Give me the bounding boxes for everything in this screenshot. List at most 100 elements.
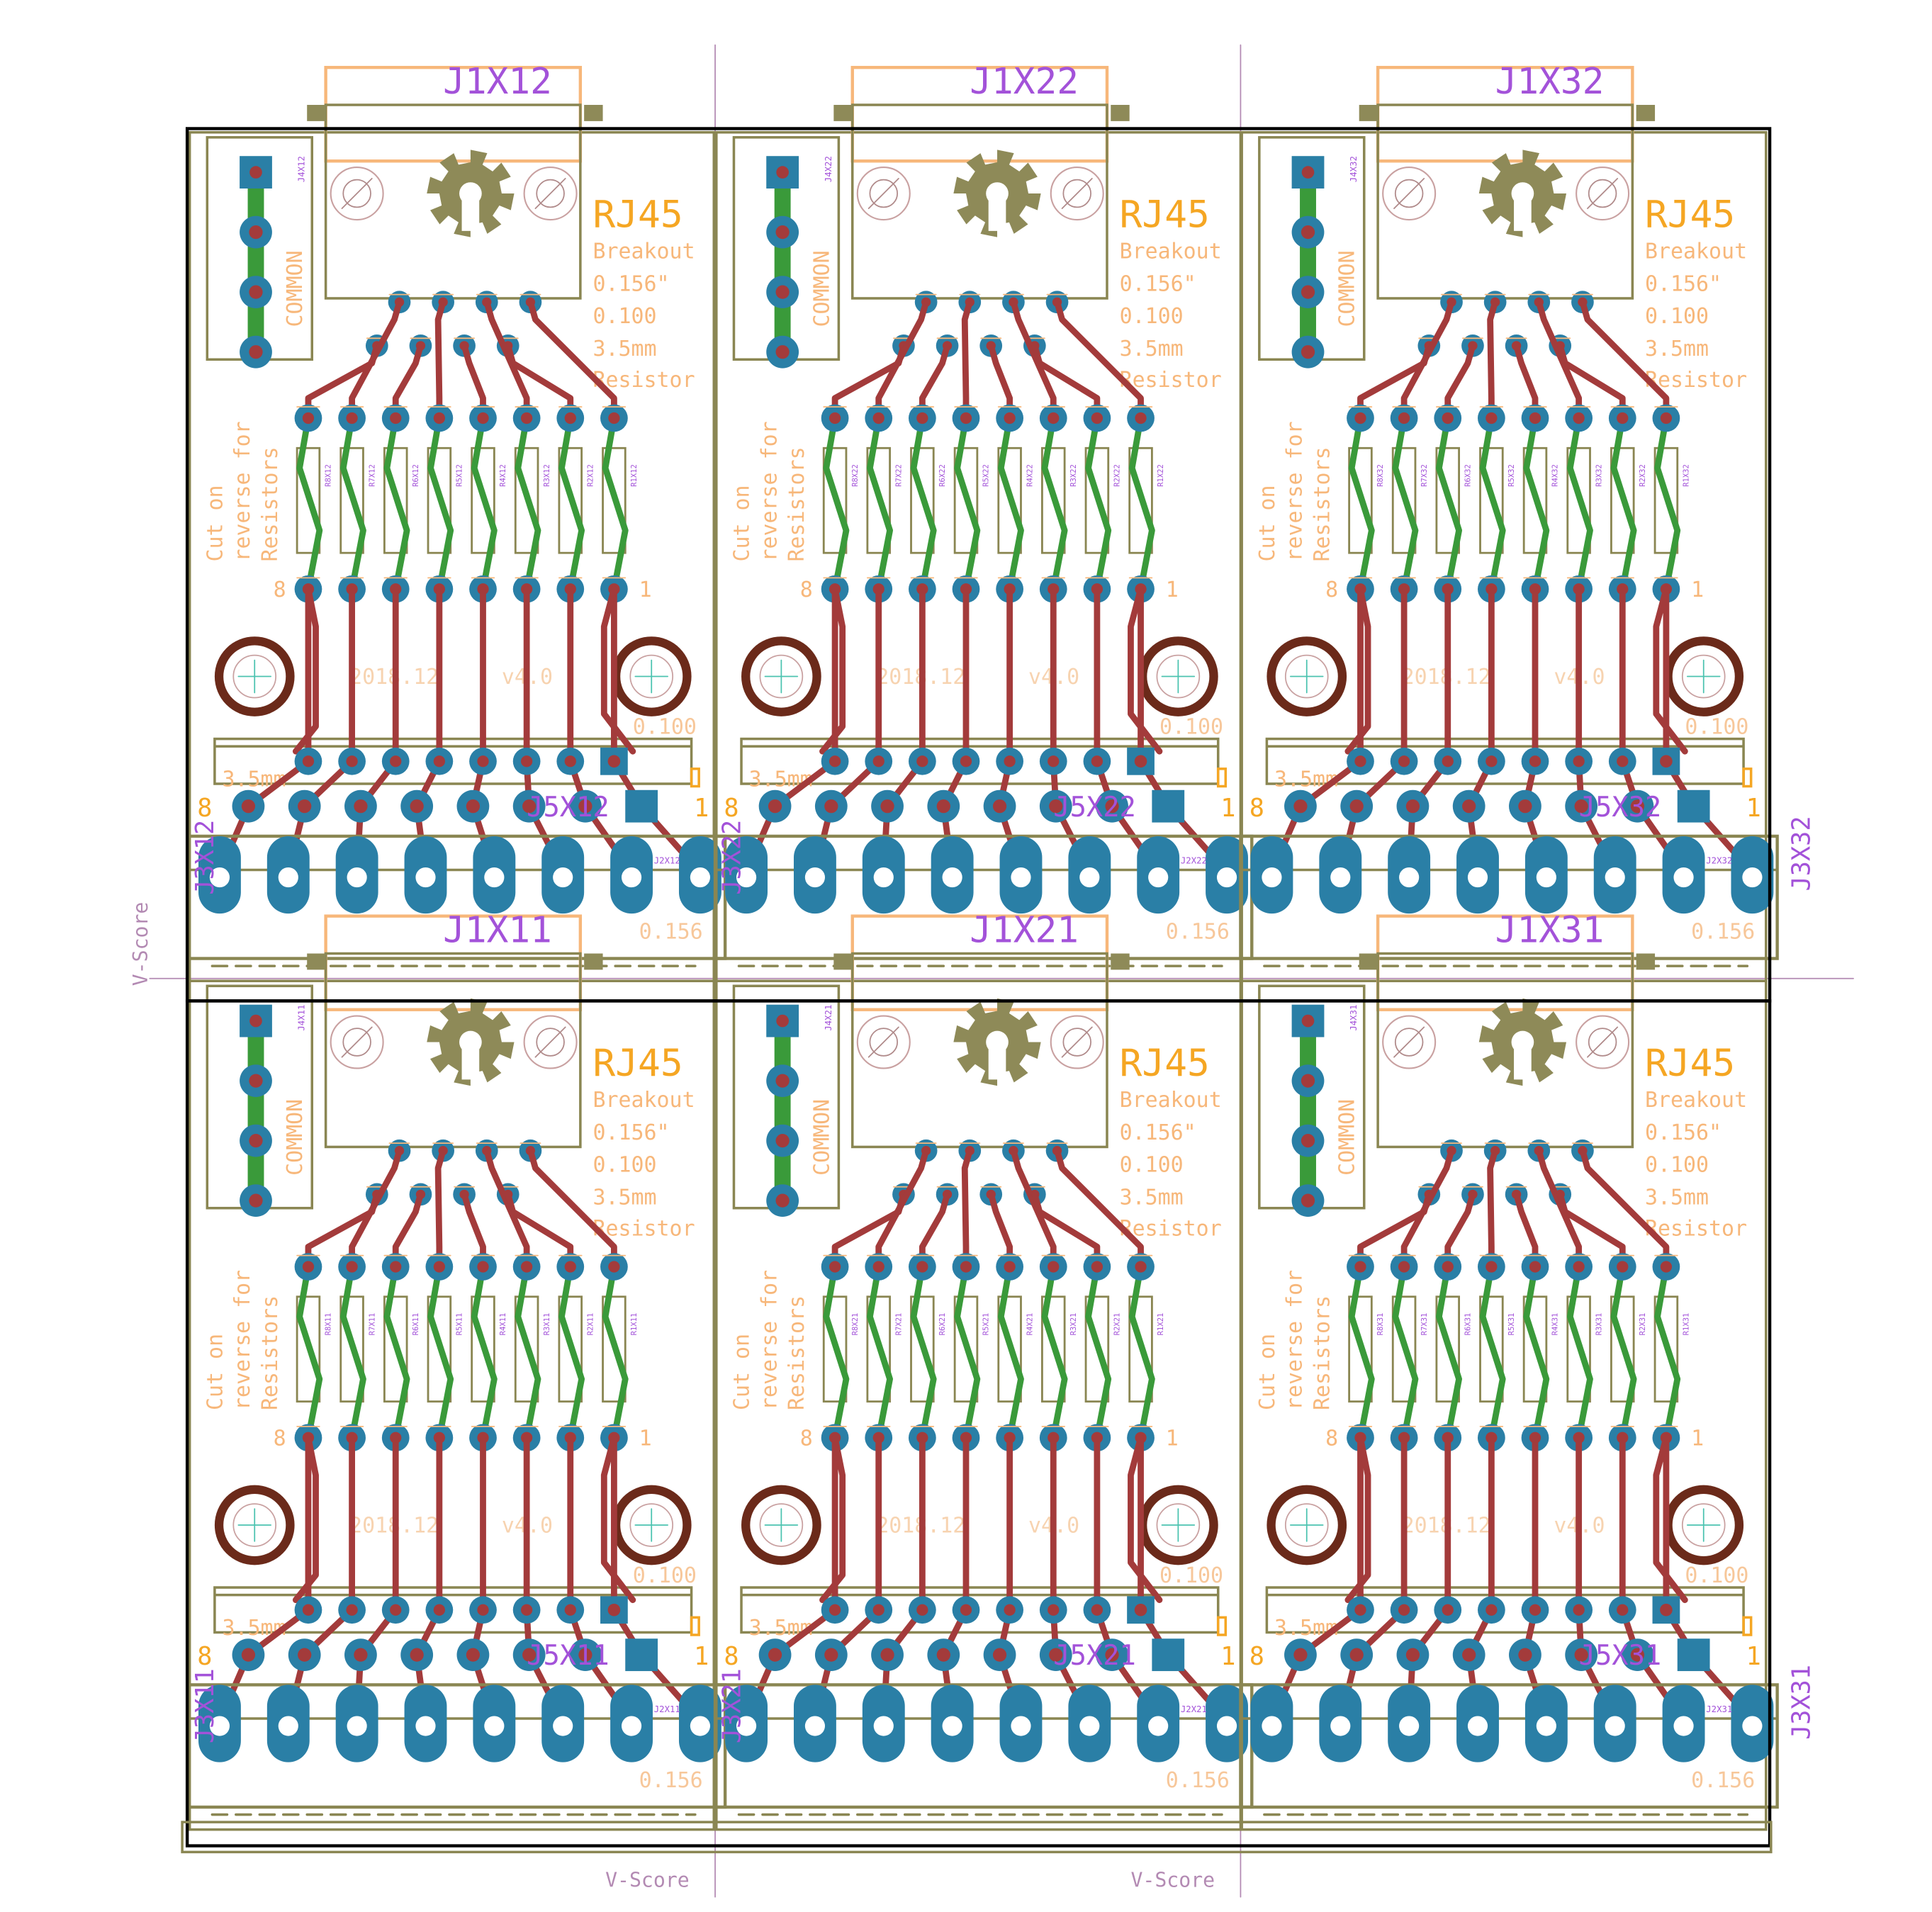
pad-drill	[346, 1604, 358, 1616]
pad-drill	[992, 1648, 1007, 1662]
terminal-drill	[553, 1716, 573, 1736]
terminal-drill	[1011, 1716, 1031, 1736]
pad-drill	[829, 412, 841, 424]
rj45-to-resistor-trace	[434, 1147, 447, 1270]
terminal-drill	[1399, 867, 1420, 888]
resistor-body	[1348, 1295, 1373, 1403]
header-0100-outline	[740, 737, 1220, 785]
alignment-mark	[1576, 167, 1630, 221]
resistor-body	[1041, 1295, 1066, 1403]
pad-drill	[1004, 1604, 1016, 1616]
resistor-jumper-trace	[1041, 415, 1068, 592]
pad-drill	[1398, 755, 1410, 767]
resistor-body	[1041, 446, 1066, 554]
pad-drill	[1048, 755, 1060, 767]
pad-drill	[872, 1261, 884, 1273]
j1-designator: J1X31	[1495, 910, 1605, 952]
common-label: COMMON	[1335, 1099, 1360, 1176]
resistor-body	[471, 446, 495, 554]
bottom-rail	[181, 1821, 1773, 1854]
j4-designator: J4X21	[824, 1005, 833, 1031]
pad-drill	[1301, 225, 1315, 240]
rj45-to-resistor-trace	[1487, 298, 1499, 422]
resistor-designator: R5X31	[1507, 1313, 1516, 1336]
square-pad	[1152, 789, 1185, 823]
alignment-mark-inner	[869, 179, 899, 208]
j5-designator: J5X32	[1579, 792, 1662, 823]
pad-drill	[1573, 1604, 1585, 1616]
resistor-designator: R2X32	[1639, 464, 1647, 487]
module-outline	[1240, 979, 1768, 1831]
resistor-jumper-trace	[1654, 415, 1681, 592]
alignment-mark-inner	[1062, 1028, 1091, 1057]
alignment-mark-inner	[1394, 179, 1424, 208]
cut-note-line: Resistors	[258, 446, 283, 561]
pad-drill	[433, 1604, 446, 1616]
pad-drill	[520, 1261, 533, 1273]
alignment-mark-inner	[536, 1028, 565, 1057]
pad-drill	[520, 412, 533, 424]
pin8-label: 8	[274, 1426, 286, 1451]
j2-designator: J2X32	[1706, 856, 1732, 866]
j5-designator: J5X21	[1053, 1640, 1136, 1672]
resistor-body	[339, 1295, 364, 1403]
pitch-100-label: 0.100	[1645, 304, 1709, 329]
header-0100-outline	[740, 1586, 1220, 1634]
logo-gear-icon	[953, 998, 1041, 1086]
pad-drill	[829, 1604, 841, 1616]
resistor-designator: R1X21	[1157, 1313, 1165, 1336]
pad-drill	[249, 285, 263, 299]
resistor-jumper-trace	[471, 1264, 498, 1441]
pad-drill	[880, 799, 894, 814]
resistor-body	[514, 1295, 539, 1403]
resistor-body	[866, 1295, 891, 1403]
pad-drill	[578, 1648, 592, 1662]
alignment-mark-inner	[869, 1028, 899, 1057]
pitch-156-label: 0.156"	[1120, 271, 1196, 296]
resistor-jumper-trace	[910, 415, 937, 592]
cut-note-line: Resistors	[1310, 1295, 1335, 1410]
header-0100-outline	[1265, 737, 1745, 785]
resistor-body	[296, 1295, 321, 1403]
resistor-body	[427, 446, 452, 554]
mounting-hole-ring	[759, 654, 804, 699]
board-module: J1X21J4X21COMMONRJ45Breakout0.156"0.1003…	[713, 910, 1254, 1831]
pad-drill	[1301, 1074, 1315, 1088]
cut-note-line: reverse for	[1283, 1270, 1308, 1410]
pin8-label: 8	[1249, 794, 1264, 823]
resistor-body	[1128, 1295, 1153, 1403]
resistor-body	[953, 446, 979, 554]
j1-designator: J1X21	[970, 910, 1079, 952]
pad-drill	[872, 412, 884, 424]
pad-drill	[1301, 1134, 1315, 1148]
terminal-drill	[484, 1716, 505, 1736]
gear-slot	[988, 1042, 1006, 1080]
pad-drill	[302, 755, 315, 767]
pad-drill	[1091, 1604, 1103, 1616]
rj45-title: RJ45	[592, 1042, 683, 1085]
pad-drill	[1574, 1648, 1588, 1662]
resistor-body	[1653, 446, 1679, 554]
mounting-hole-ring	[1284, 1503, 1329, 1547]
resistor-designator: R3X22	[1069, 464, 1078, 487]
resistor-body	[602, 1295, 627, 1403]
pitch-0156-label: 0.156	[639, 1768, 703, 1793]
j4-designator: J4X31	[1349, 1005, 1359, 1031]
terminal-drill	[873, 867, 894, 888]
resistor-body	[1435, 1295, 1460, 1403]
resistor-label: Resistor	[1645, 1216, 1747, 1241]
pad-drill	[916, 1261, 928, 1273]
j3-designator: J3X21	[717, 1668, 746, 1743]
pitch-0156-label: 0.156	[1166, 919, 1230, 944]
rj45-to-resistor-trace	[961, 1147, 973, 1270]
cut-note-line: Cut on	[730, 485, 755, 561]
rj45-tab	[1111, 953, 1130, 970]
pad-drill	[1529, 1261, 1541, 1273]
resistor-designator: R5X22	[982, 464, 991, 487]
resistor-designator: R7X12	[368, 464, 376, 487]
pad-drill	[960, 412, 972, 424]
resistor-jumper-trace	[515, 1264, 541, 1441]
pad-drill	[775, 285, 790, 299]
j4-designator: J4X32	[1349, 156, 1359, 182]
pin1-label: 1	[1166, 1426, 1179, 1451]
